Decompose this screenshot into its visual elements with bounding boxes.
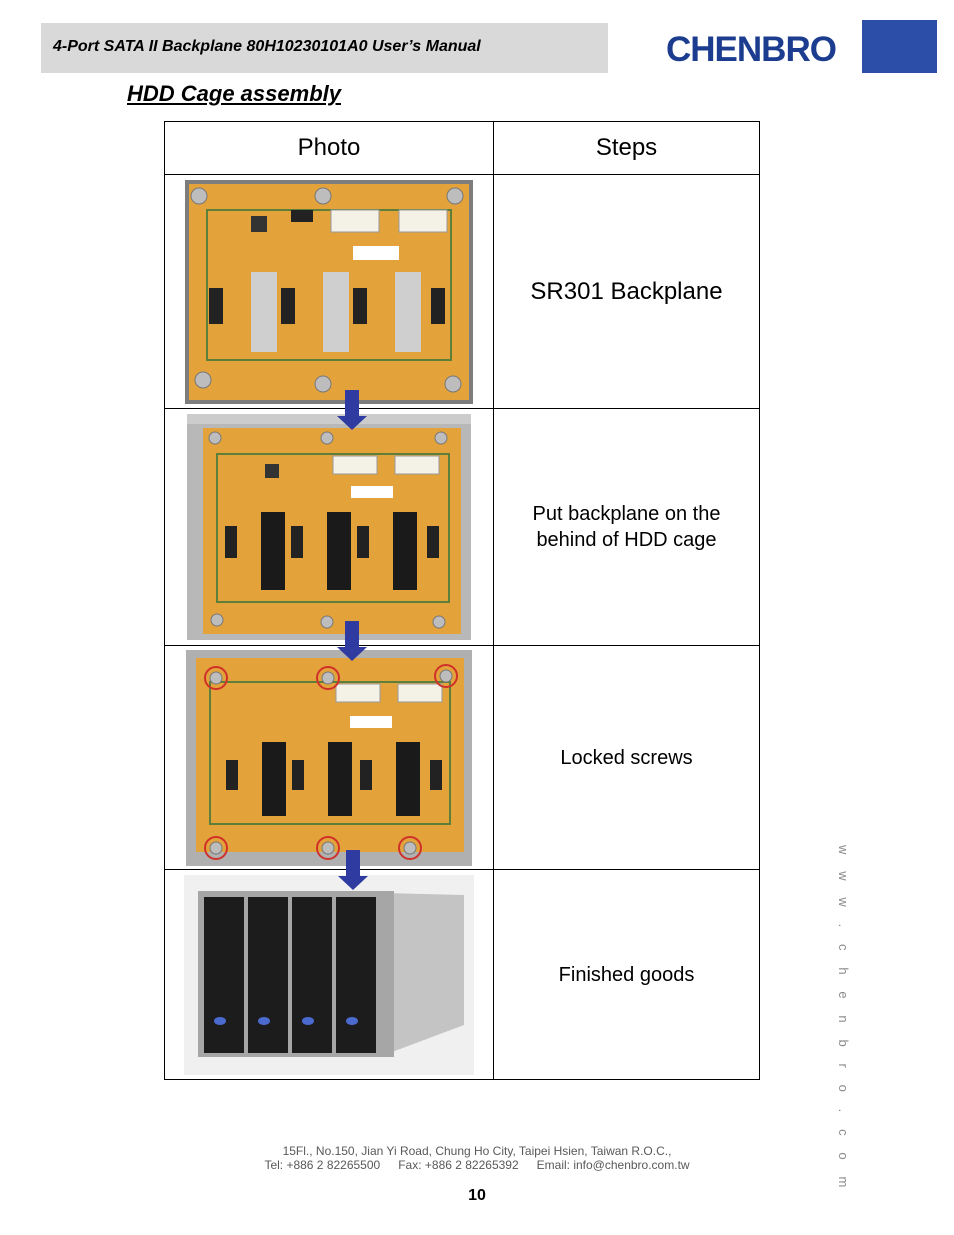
sr301-backplane-photo [185, 179, 473, 404]
photo-cell [164, 174, 494, 409]
step-cell: Put backplane on the behind of HDD cage [493, 408, 760, 646]
table-row: SR301 Backplane [164, 174, 760, 409]
assembly-steps-table: Photo Steps [164, 121, 760, 1080]
footer-contact: Tel: +886 2 82265500 Fax: +886 2 82265392… [0, 1158, 954, 1172]
manual-title: 4-Port SATA II Backplane 80H10230101A0 U… [53, 38, 481, 55]
table-row: Put backplane on the behind of HDD cage [164, 408, 760, 646]
step-cell: SR301 Backplane [493, 174, 760, 409]
step-label: Locked screws [560, 746, 693, 769]
table-row: Finished goods [164, 869, 760, 1080]
table-header-row: Photo Steps [164, 121, 760, 175]
photo-cell [164, 869, 494, 1080]
down-arrow-icon [337, 390, 367, 430]
finished-goods-photo [184, 874, 474, 1075]
step-label: SR301 Backplane [530, 277, 723, 305]
footer-fax: Fax: +886 2 82265392 [398, 1158, 519, 1172]
locked-screws-photo [186, 649, 472, 866]
backplane-on-cage-photo [187, 414, 471, 640]
header-bar: 4-Port SATA II Backplane 80H10230101A0 U… [41, 23, 608, 73]
section-title: HDD Cage assembly [127, 81, 341, 106]
down-arrow-icon [337, 621, 367, 661]
photo-cell [164, 408, 494, 646]
logo-block [862, 20, 937, 73]
page-number: 10 [468, 1187, 486, 1204]
step-label: Finished goods [558, 963, 695, 986]
step-label: Put backplane on the behind of HDD cage [532, 503, 721, 551]
down-arrow-icon [338, 850, 368, 890]
column-header-steps: Steps [493, 121, 760, 175]
column-header-photo: Photo [164, 121, 494, 175]
footer: 15Fl., No.150, Jian Yi Road, Chung Ho Ci… [0, 1144, 954, 1172]
chenbro-logo: CHENBRO [666, 30, 837, 69]
step-cell: Locked screws [493, 645, 760, 870]
website-watermark: w w w . c h e n b r o . c o m [836, 845, 851, 1194]
footer-email: Email: info@chenbro.com.tw [536, 1158, 690, 1172]
footer-tel: Tel: +886 2 82265500 [264, 1158, 381, 1172]
footer-address: 15Fl., No.150, Jian Yi Road, Chung Ho Ci… [282, 1144, 672, 1158]
table-row: Locked screws [164, 645, 760, 870]
step-cell: Finished goods [493, 869, 760, 1080]
photo-cell [164, 645, 494, 870]
